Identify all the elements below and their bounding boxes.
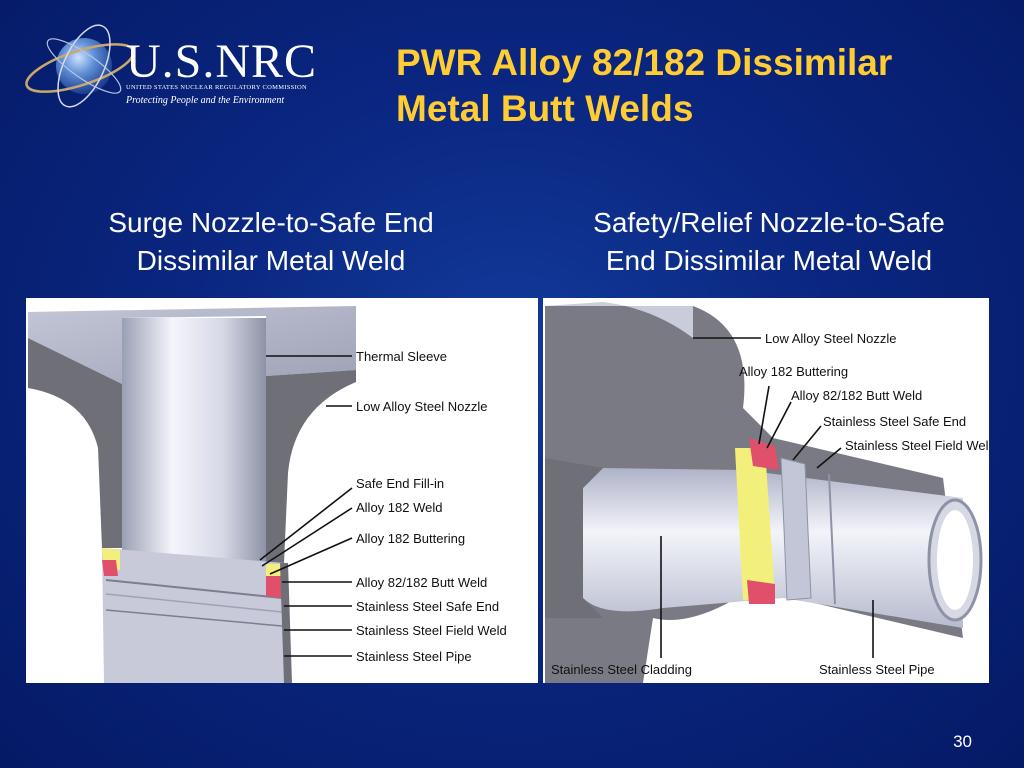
pipe-inner-surface [583,468,963,628]
right-figure-caption: Safety/Relief Nozzle-to-Safe End Dissimi… [544,204,994,280]
label-field-weld: Stainless Steel Field Weld [356,623,507,638]
butt-weld-band [735,448,775,600]
label-safe-end: Stainless Steel Safe End [356,599,499,614]
logo-tagline: Protecting People and the Environment [126,95,285,106]
label-low-alloy-nozzle: Low Alloy Steel Nozzle [356,399,488,414]
safety-relief-nozzle-drawing: Low Alloy Steel Nozzle Alloy 182 Butteri… [545,302,989,683]
left-buttering [102,560,118,576]
surge-nozzle-drawing: Thermal Sleeve Low Alloy Steel Nozzle Sa… [28,306,507,683]
nrc-logo: U.S.NRC UNITED STATES NUCLEAR REGULATORY… [22,20,342,112]
label-safe-end: Stainless Steel Safe End [823,414,966,429]
slide-title-line2: Metal Butt Welds [396,88,694,129]
label-alloy-182-buttering: Alloy 182 Buttering [739,364,848,379]
slide-number: 30 [953,732,972,751]
label-alloy-182-buttering: Alloy 182 Buttering [356,531,465,546]
nozzle-section-right [266,370,356,563]
label-low-alloy-nozzle: Low Alloy Steel Nozzle [765,331,897,346]
cladding-region [545,458,603,618]
buttering-top [749,438,779,470]
slide-title: PWR Alloy 82/182 Dissimilar Metal Butt W… [396,40,1016,132]
left-caption-line1: Surge Nozzle-to-Safe End [108,207,434,238]
label-butt-weld: Alloy 82/182 Butt Weld [356,575,487,590]
slide-title-line1: PWR Alloy 82/182 Dissimilar [396,42,893,83]
label-cladding: Stainless Steel Cladding [551,662,692,677]
right-caption-line1: Safety/Relief Nozzle-to-Safe [593,207,945,238]
logo-name: U.S.NRC [126,35,318,88]
left-caption-line2: Dissimilar Metal Weld [136,245,406,276]
safety-relief-nozzle-figure: Low Alloy Steel Nozzle Alloy 182 Butteri… [543,298,989,683]
label-field-weld: Stainless Steel Field Weld [845,438,989,453]
surge-nozzle-figure: Thermal Sleeve Low Alloy Steel Nozzle Sa… [26,298,538,683]
label-butt-weld: Alloy 82/182 Butt Weld [791,388,922,403]
right-buttering [266,576,282,598]
globe-icon [25,24,132,108]
thermal-sleeve-bore [122,318,266,568]
label-safe-end-fill-in: Safe End Fill-in [356,476,444,491]
label-thermal-sleeve: Thermal Sleeve [356,349,447,364]
label-pipe: Stainless Steel Pipe [819,662,935,677]
right-caption-line2: End Dissimilar Metal Weld [605,245,933,276]
nozzle-section-left [28,338,122,548]
label-pipe: Stainless Steel Pipe [356,649,472,664]
left-figure-caption: Surge Nozzle-to-Safe End Dissimilar Meta… [28,204,514,280]
label-alloy-182-weld: Alloy 182 Weld [356,500,442,515]
logo-subtitle: UNITED STATES NUCLEAR REGULATORY COMMISS… [126,84,308,91]
buttering-bottom [747,580,775,604]
